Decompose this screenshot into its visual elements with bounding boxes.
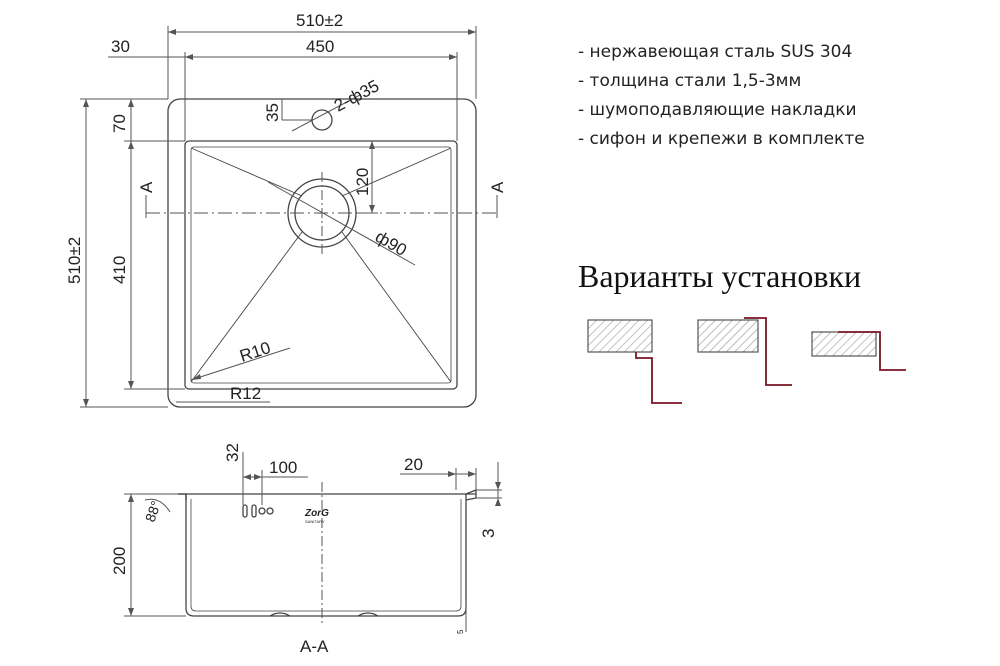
- bowl-slope-line: [341, 147, 452, 197]
- section-bowl-inner: [190, 499, 462, 612]
- section-label: A-A: [300, 637, 329, 656]
- dim-tap-hole-offset: 35: [263, 103, 282, 122]
- top-view-dimensions: [80, 26, 498, 408]
- dim-bowl-height: 410: [110, 256, 129, 284]
- dim-width-total: 510±2: [296, 11, 343, 30]
- dim-drain-diameter: ф90: [372, 227, 410, 260]
- dim-angle: 88°: [142, 499, 164, 524]
- feature-list: - нержавеющая сталь SUS 304 - толщина ст…: [578, 38, 865, 154]
- install-variants-title: Варианты установки: [578, 258, 862, 294]
- countertop-slab: [587, 319, 653, 353]
- dim-overflow-distance: 100: [269, 458, 297, 477]
- feature-item: - сифон и крепежи в комплекте: [578, 129, 865, 149]
- brand-logo-subtext: SANITARY: [305, 519, 325, 524]
- bowl-slope-line: [190, 231, 303, 383]
- overflow-hole: [251, 504, 257, 518]
- dim-corner-inner-radius: R10: [237, 338, 273, 366]
- sink-bowl: [184, 140, 458, 390]
- countertop-slab: [811, 331, 877, 357]
- install-variant-3: [811, 331, 906, 371]
- sink-outer-rim: [167, 98, 477, 408]
- section-rim-left: [178, 493, 187, 500]
- install-variant-1: [587, 319, 682, 404]
- dim-depth: 200: [110, 547, 129, 575]
- dim-rim-offset: 32: [223, 443, 242, 462]
- sink-edge-profile: [635, 352, 682, 404]
- section-view-labels: 200 32 100 20 3 88° 5 A-A ZorG SANITARY: [110, 443, 498, 656]
- section-mark-left: A: [137, 181, 156, 193]
- dim-top-offset: 70: [110, 114, 129, 133]
- section-view-arrowheads: [128, 471, 501, 616]
- bowl-slope-line: [190, 147, 303, 197]
- dim-rim-width: 20: [404, 455, 423, 474]
- dim-tap-hole-label: 2-ф35: [331, 76, 382, 115]
- sink-edge-profile: [838, 331, 906, 371]
- feature-item: - нержавеющая сталь SUS 304: [578, 42, 853, 62]
- overflow-hole: [266, 507, 274, 515]
- sink-bowl-inner: [190, 146, 452, 384]
- section-rim-right: [465, 489, 477, 501]
- sink-edge-profile: [744, 317, 792, 386]
- bowl-slope-line: [341, 231, 452, 383]
- dim-corner-outer-radius: R12: [230, 384, 261, 403]
- dim-height-total: 510±2: [65, 237, 84, 284]
- top-view-arrowheads: [83, 29, 476, 407]
- section-foot-right: [357, 612, 379, 617]
- feature-item: - толщина стали 1,5-3мм: [578, 71, 802, 91]
- section-mark-right: A: [488, 181, 507, 193]
- overflow-hole: [242, 504, 248, 518]
- section-foot-left: [269, 612, 291, 617]
- dim-flange-width: 30: [111, 37, 130, 56]
- dim-drain-offset: 120: [353, 168, 372, 196]
- brand-logo: ZorG: [304, 508, 329, 519]
- install-variant-2: [697, 317, 792, 386]
- dim-rim-thickness: 3: [479, 529, 498, 538]
- overflow-hole: [258, 507, 266, 515]
- section-view-dimensions: [124, 452, 502, 632]
- dim-bottom-gap: 5: [456, 629, 465, 634]
- feature-item: - шумоподавляющие накладки: [578, 100, 857, 120]
- dim-width-inner: 450: [306, 37, 334, 56]
- tap-hole: [311, 109, 333, 131]
- countertop-slab: [697, 319, 759, 353]
